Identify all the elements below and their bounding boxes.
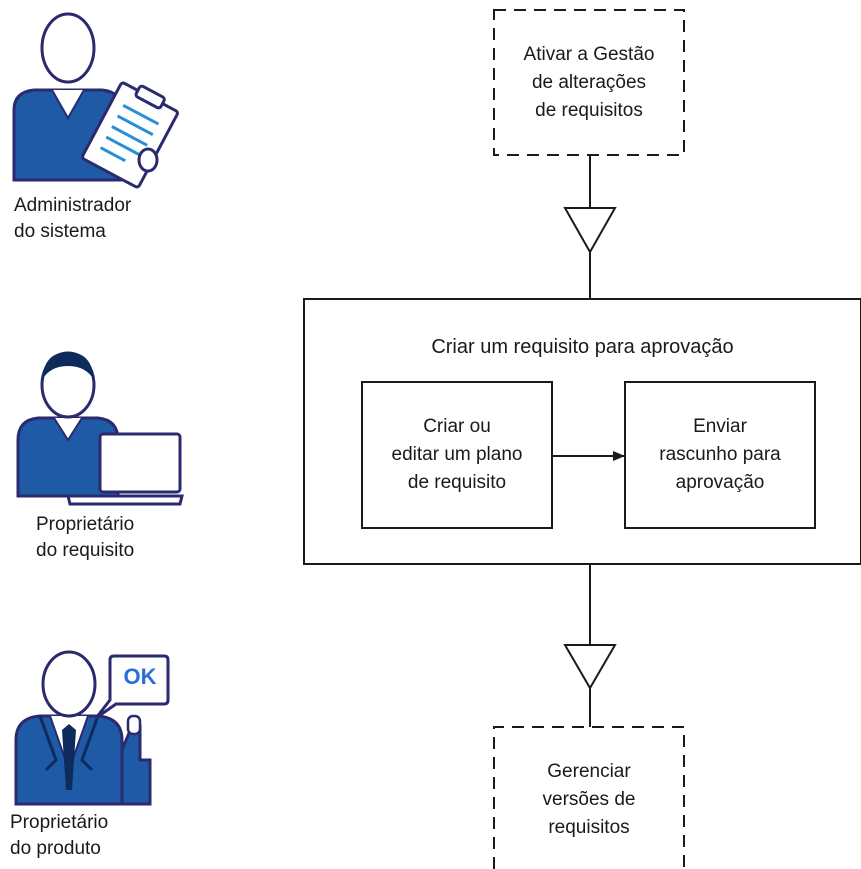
role-label-line: do produto	[10, 838, 101, 859]
role-label-line: do requisito	[36, 540, 135, 561]
group-title: Criar um requisito para aprovação	[431, 336, 734, 358]
end-node-text: Gerenciar versões de requisitos	[494, 752, 684, 848]
node-line: de requisitos	[535, 99, 643, 121]
node-line: Gerenciar	[547, 761, 631, 782]
administrator-clipboard-icon	[12, 12, 179, 189]
start-node-text: Ativar a Gestão de alterações de requisi…	[494, 10, 684, 155]
node-line: editar um plano	[391, 444, 523, 465]
node-line: de requisito	[407, 472, 507, 493]
end-node-box	[493, 726, 685, 869]
ok-bubble-text: OK	[123, 664, 157, 689]
node-line: Enviar	[693, 416, 747, 437]
step-box-2	[624, 381, 816, 529]
node-line: aprovação	[675, 472, 765, 493]
start-node-box	[493, 9, 685, 156]
node-line: rascunho para	[659, 444, 781, 465]
product-owner-approval-icon	[14, 650, 170, 806]
step-2-text: Enviar rascunho para aprovação	[625, 382, 815, 528]
node-line: requisitos	[548, 817, 630, 838]
node-line: Criar ou	[423, 416, 491, 437]
requirement-owner-laptop-icon	[16, 351, 184, 506]
node-line: versões de	[542, 789, 636, 810]
step-1-text: Criar ou editar um plano de requisito	[362, 382, 552, 528]
role-label-administrator: Administrador do sistema	[14, 193, 131, 245]
node-line: Ativar a Gestão	[523, 43, 655, 65]
role-label-line: Proprietário	[10, 812, 109, 833]
step-box-1	[361, 381, 553, 529]
node-line: de alterações	[531, 71, 647, 93]
flow-triangle-2	[563, 644, 617, 690]
role-label-line: do sistema	[14, 221, 106, 242]
role-label-line: Administrador	[14, 195, 132, 216]
role-label-product-owner: Proprietário do produto	[10, 810, 108, 862]
role-label-line: Proprietário	[36, 514, 135, 535]
flow-triangle-1	[563, 207, 617, 255]
role-label-requirement-owner: Proprietário do requisito	[36, 512, 134, 564]
